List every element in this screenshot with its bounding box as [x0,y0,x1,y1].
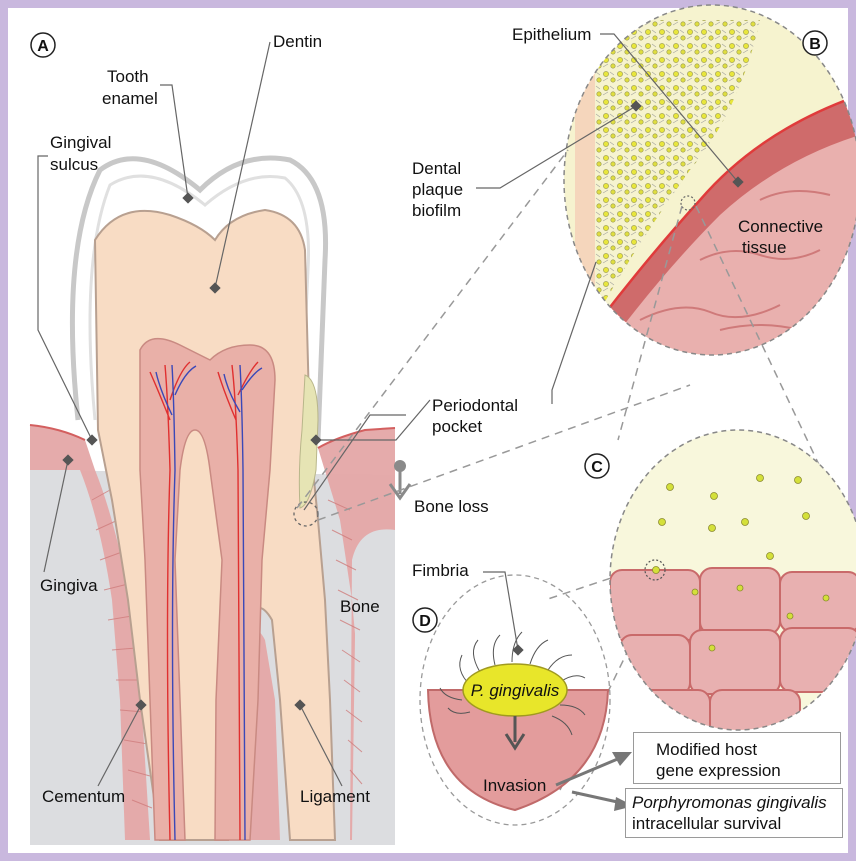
survival-line2: intracellular survival [632,813,836,834]
label-gingival-sulcus-line2: sulcus [50,155,98,174]
label-periodontal-pocket-line1: Periodontal [432,396,518,415]
label-invasion: Invasion [483,776,546,795]
label-connective-line2: tissue [742,238,786,257]
gene-expression-line2: gene expression [644,760,830,781]
label-periodontal-pocket-line2: pocket [432,417,482,436]
outcome-box-gene-expression: Modified host gene expression [633,732,841,784]
label-bone: Bone [340,597,380,616]
label-tooth-enamel-line1: Tooth [107,67,149,86]
label-dental-plaque-line1: Dental [412,159,461,178]
label-tooth-enamel-line2: enamel [102,89,158,108]
gene-expression-line1: Modified host [644,739,830,760]
label-dental-plaque-line2: plaque [412,180,463,199]
panel-c-epithelial-cells [600,420,856,750]
label-dental-plaque-line3: biofilm [412,201,461,220]
label-dentin: Dentin [273,32,322,51]
label-gingival-sulcus-line1: Gingival [50,133,111,152]
label-cementum: Cementum [42,787,125,806]
label-bone-loss: Bone loss [414,497,489,516]
panel-c-label: C [591,459,603,476]
panel-a-label: A [37,38,49,55]
outcome-box-intracellular-survival: Porphyromonas gingivalis intracellular s… [625,788,843,838]
survival-line1: Porphyromonas gingivalis [632,792,836,813]
tooth-cross-section [30,158,410,845]
label-gingiva: Gingiva [40,576,98,595]
label-p-gingivalis: P. gingivalis [471,681,560,700]
panel-d-label: D [419,613,431,630]
label-fimbria: Fimbria [412,561,469,580]
label-ligament: Ligament [300,787,370,806]
label-epithelium: Epithelium [512,25,591,44]
panel-b-label: B [809,36,821,53]
label-connective-line1: Connective [738,217,823,236]
